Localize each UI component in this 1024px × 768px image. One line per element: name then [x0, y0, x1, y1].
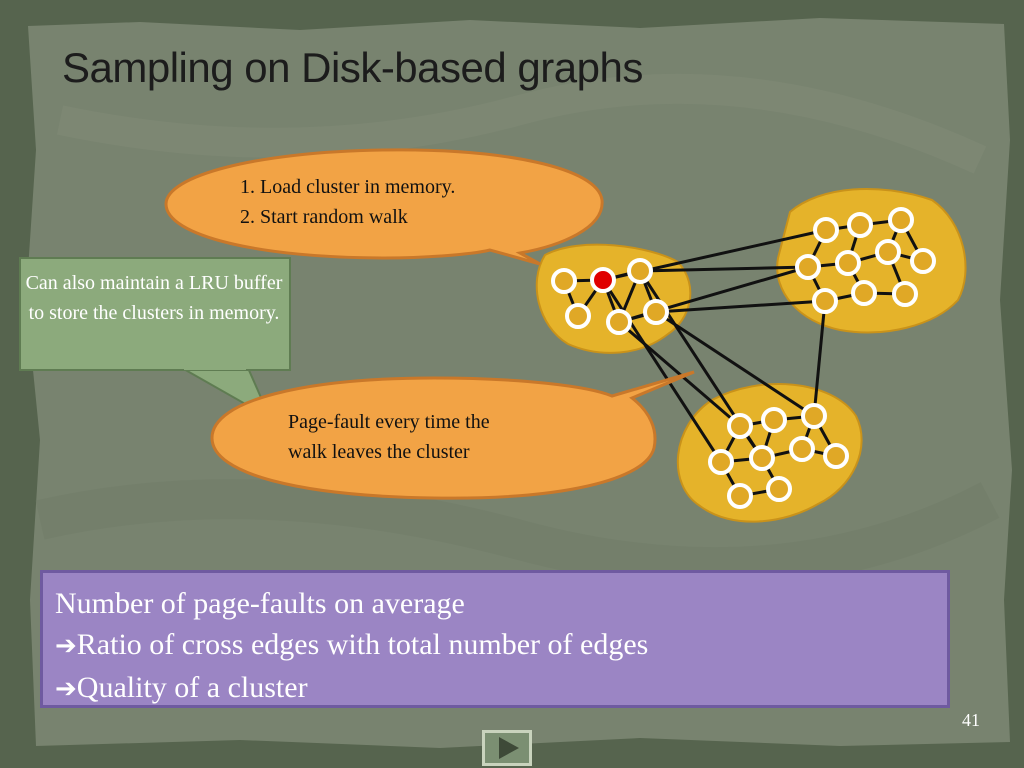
bottom-speech-bubble [210, 370, 695, 500]
page-number: 41 [962, 710, 980, 730]
graph-node [888, 207, 914, 233]
graph-node [813, 217, 839, 243]
callout-line: Page-fault every time the [288, 411, 490, 433]
summary-line-text: Quality of a cluster [76, 671, 308, 704]
graph-node [761, 407, 787, 433]
summary-line-text: Ratio of cross edges with total number o… [76, 628, 649, 661]
graph-node [766, 476, 792, 502]
graph-node [910, 248, 936, 274]
callout-line: 2. Start random walk [240, 206, 408, 228]
graph-node [727, 413, 753, 439]
arrow-icon: ➔ [55, 674, 77, 704]
top-callout-text: 1. Load cluster in memory. 2. Start rand… [240, 172, 455, 232]
graph-node [795, 254, 821, 280]
panel-texture [56, 73, 987, 174]
graph-node [749, 445, 775, 471]
graph-node [565, 303, 591, 329]
slide-title: Sampling on Disk-based graphs [62, 44, 643, 91]
summary-box: Number of page-faults on average ➔Ratio … [40, 570, 950, 708]
graph-node [606, 309, 632, 335]
play-icon [499, 737, 519, 759]
graph-node [551, 268, 577, 294]
arrow-icon: ➔ [55, 631, 77, 661]
lru-note-text: Can also maintain a LRU buffer to store … [25, 272, 283, 324]
lru-note-shape [19, 257, 291, 421]
summary-line: Number of page-faults on average [55, 587, 465, 620]
bottom-callout-text: Page-fault every time the walk leaves th… [288, 407, 490, 467]
graph-node [708, 449, 734, 475]
graph-node [823, 443, 849, 469]
graph-node [851, 280, 877, 306]
graph-node [789, 436, 815, 462]
graph-node [627, 258, 653, 284]
graph-node [835, 250, 861, 276]
graph-node [892, 281, 918, 307]
top-speech-bubble [164, 148, 604, 266]
summary-line: ➔Quality of a cluster [55, 667, 935, 710]
callout-line: 1. Load cluster in memory. [240, 176, 456, 198]
summary-line: ➔Ratio of cross edges with total number … [55, 624, 935, 667]
graph-nodes [551, 207, 936, 509]
panel-texture-2 [35, 479, 1000, 588]
graph-node [812, 288, 838, 314]
graph-node [801, 403, 827, 429]
start-node [590, 267, 616, 293]
callout-line: walk leaves the cluster [288, 441, 470, 463]
graph-node [847, 212, 873, 238]
next-slide-button[interactable] [482, 730, 532, 766]
graph-node [643, 299, 669, 325]
graph-node [727, 483, 753, 509]
graph-node [875, 239, 901, 265]
